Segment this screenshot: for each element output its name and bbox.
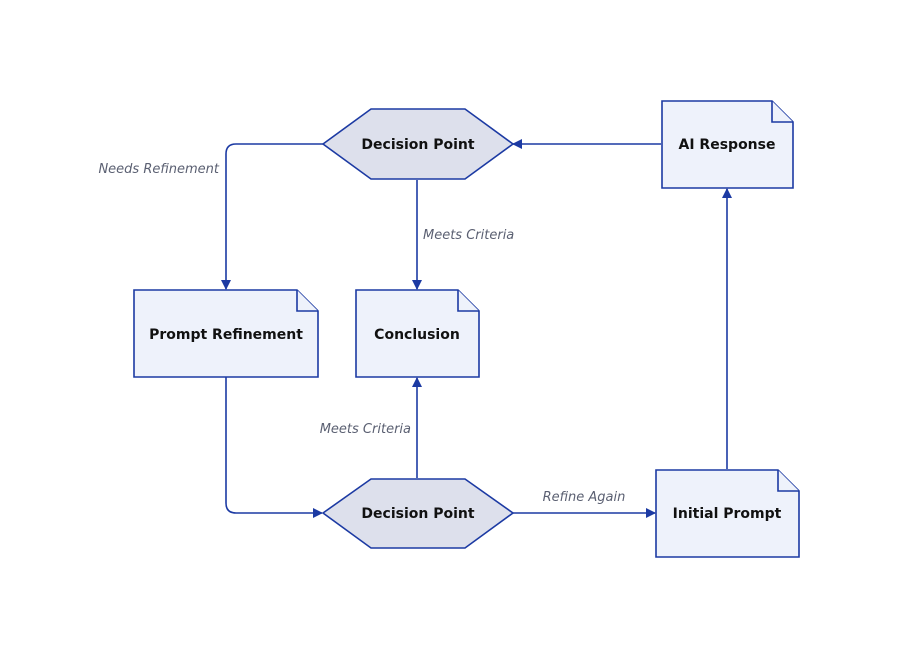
edge-label-needs-refinement: Needs Refinement: [98, 162, 219, 177]
edge-labels: Needs Refinement Meets Criteria Meets Cr…: [98, 162, 625, 505]
node-prompt-refinement[interactable]: Prompt Refinement: [133, 289, 319, 378]
decision-hexagon: [321, 108, 515, 180]
node-decision-bottom[interactable]: Decision Point: [321, 478, 515, 549]
edge-label-meets-criteria-bottom: Meets Criteria: [320, 422, 411, 437]
document-shape: [661, 100, 794, 189]
document-fold: [777, 470, 799, 492]
document-fold: [296, 290, 318, 312]
node-label: Conclusion: [374, 327, 460, 343]
node-label: Initial Prompt: [673, 506, 782, 522]
edges: [221, 139, 732, 518]
edge-label-refine-again: Refine Again: [543, 490, 626, 505]
document-fold: [457, 290, 479, 312]
node-initial-prompt[interactable]: Initial Prompt: [655, 469, 800, 558]
node-ai-response[interactable]: AI Response: [661, 100, 794, 189]
edge-decision-top-to-prompt-refinement: [221, 143, 323, 290]
node-label: Decision Point: [361, 506, 474, 522]
edge-prompt-refinement-to-decision-bottom: [225, 377, 323, 518]
edge-label-meets-criteria-top: Meets Criteria: [423, 228, 514, 243]
document-shape: [655, 469, 800, 558]
node-label: Decision Point: [361, 137, 474, 153]
document-shape: [355, 289, 480, 378]
document-fold: [771, 101, 793, 123]
decision-hexagon: [321, 478, 515, 549]
node-label: Prompt Refinement: [149, 327, 303, 343]
document-shape: [133, 289, 319, 378]
node-label: AI Response: [679, 137, 776, 153]
node-decision-top[interactable]: Decision Point: [321, 108, 515, 180]
node-conclusion[interactable]: Conclusion: [355, 289, 480, 378]
